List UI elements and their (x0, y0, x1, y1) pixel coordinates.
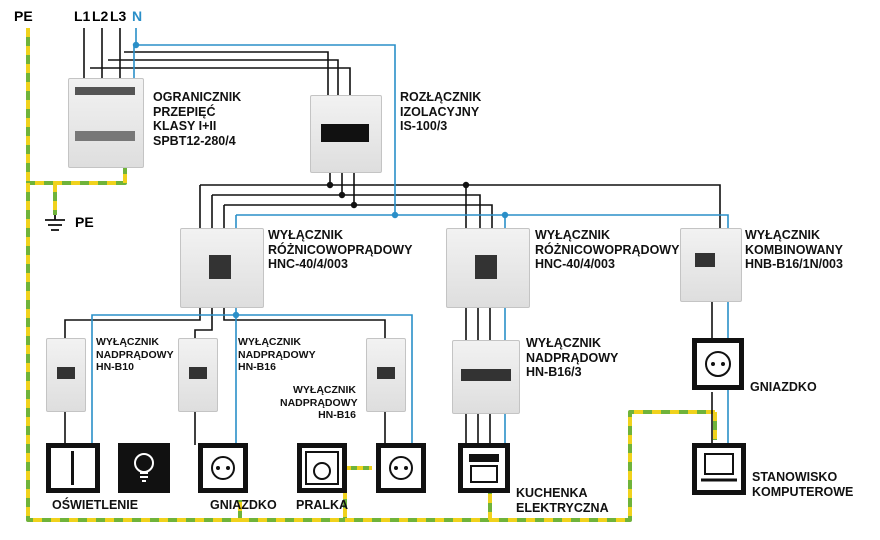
lighting-label: OŚWIETLENIE (52, 498, 139, 512)
combo-breaker (680, 228, 742, 302)
l1-label: L1 (74, 8, 91, 24)
pe-label: PE (14, 8, 33, 24)
washer-label: PRALKA (296, 498, 349, 512)
washing-machine-icon (297, 443, 347, 493)
light-switch-icon (46, 443, 100, 493)
mcb1-device (46, 338, 86, 412)
rcd1-device (180, 228, 264, 308)
isolator-switch (310, 95, 382, 173)
socket-icon (198, 443, 248, 493)
l3-label: L3 (110, 8, 127, 24)
ground-label: PE (75, 214, 94, 230)
surge-protector (68, 78, 144, 168)
computer-icon (692, 443, 746, 495)
l2-label: L2 (92, 8, 109, 24)
rcd2-device (446, 228, 530, 308)
neutral-junctions (132, 41, 509, 319)
mcb2-device (178, 338, 218, 412)
socket2-label: GNIAZDKO (750, 380, 817, 394)
n-label: N (132, 8, 143, 24)
socket-icon (376, 443, 426, 493)
phase-junctions (326, 181, 470, 209)
light-bulb-icon (118, 443, 170, 493)
ground-icon (45, 215, 65, 231)
mcb3-device (366, 338, 406, 412)
socket-icon (692, 338, 744, 390)
mcb4-device (452, 340, 520, 414)
pe-conductor (26, 28, 717, 522)
socket1-label: GNIAZDKO (210, 498, 277, 512)
stove-icon (458, 443, 510, 493)
